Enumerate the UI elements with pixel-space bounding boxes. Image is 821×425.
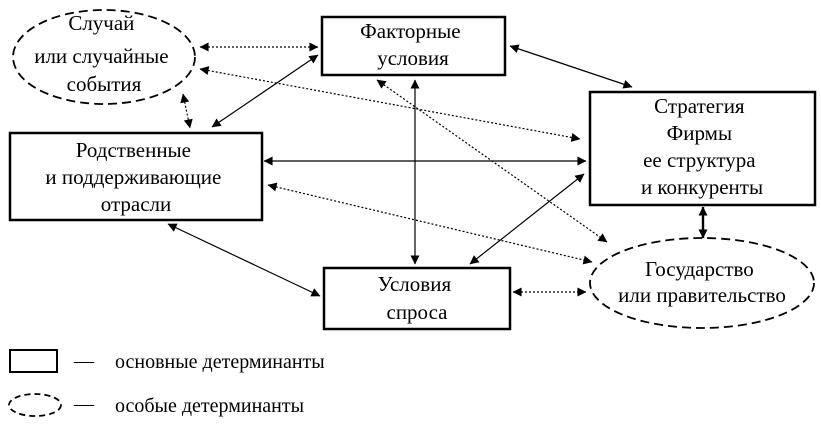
connector-related-factor: [211, 54, 319, 128]
legend-main-label: основные детерминанты: [115, 351, 325, 373]
node-factor-conditions-line-1: Факторные: [360, 19, 460, 43]
node-government-line-2: или правительство: [618, 283, 786, 307]
node-related-industries-line-3: отрасли: [101, 192, 172, 216]
node-demand-conditions-shape: [322, 266, 512, 331]
legend-special-dash: —: [73, 393, 95, 415]
node-factor-conditions-label: Факторные условия: [360, 19, 466, 70]
legend-special-label: особые детерминанты: [115, 395, 304, 417]
connector-chance-related: [180, 93, 193, 129]
node-chance-shape: [12, 9, 196, 105]
node-chance-line-2: или случайные: [34, 44, 168, 68]
node-related-industries-line-2: и поддерживающие: [45, 165, 221, 189]
node-chance: Случай или случайные события: [12, 9, 196, 105]
node-government-label: Государство или правительство: [618, 257, 786, 307]
legend-main-determinants: — основные детерминанты: [9, 349, 325, 373]
node-firm-strategy-line-3: ее структура: [643, 148, 756, 172]
node-firm-strategy-shape: [588, 90, 817, 207]
node-related-industries-shape: [8, 131, 264, 222]
connector-related-government: [267, 182, 593, 265]
legend-box-swatch: [9, 349, 58, 373]
node-government-shape: [589, 237, 815, 329]
node-demand-conditions-line-2: спроса: [387, 300, 449, 324]
legend-special-determinants: — особые детерминанты: [8, 393, 304, 417]
legend-main-dash: —: [73, 350, 95, 372]
node-government: Государство или правительство: [589, 237, 815, 329]
node-firm-strategy-line-1: Стратегия: [654, 94, 745, 118]
node-demand-conditions-line-1: Условия: [378, 272, 452, 296]
connector-strategy-demand: [469, 173, 585, 265]
node-firm-strategy-line-4: и конкуренты: [641, 175, 763, 199]
legend-oval-swatch: [8, 393, 62, 417]
node-chance-line-3: события: [67, 72, 142, 96]
node-government-line-1: Государство: [645, 257, 754, 281]
node-demand-conditions-label: Условия спроса: [378, 272, 457, 324]
node-firm-strategy: Стратегия Фирмы ее структура и конкурент…: [588, 90, 817, 207]
node-firm-strategy-line-2: Фирмы: [667, 121, 732, 145]
node-chance-line-1: Случай: [68, 11, 134, 35]
connector-factor-strategy: [509, 44, 633, 89]
node-factor-conditions: Факторные условия: [320, 15, 507, 77]
connector-chance-strategy: [199, 66, 581, 142]
node-related-industries: Родственные и поддерживающие отрасли: [8, 131, 264, 222]
node-factor-conditions-line-2: условия: [377, 46, 449, 70]
connectors: [167, 42, 708, 297]
connector-related-demand: [167, 223, 321, 297]
node-demand-conditions: Условия спроса: [322, 266, 512, 331]
node-factor-conditions-shape: [320, 15, 507, 77]
node-firm-strategy-label: Стратегия Фирмы ее структура и конкурент…: [641, 94, 763, 199]
legend: — основные детерминанты — особые детерми…: [8, 349, 325, 417]
node-related-industries-label: Родственные и поддерживающие отрасли: [45, 138, 226, 216]
node-related-industries-line-1: Родственные: [76, 138, 191, 162]
node-chance-label: Случай или случайные события: [34, 11, 174, 96]
